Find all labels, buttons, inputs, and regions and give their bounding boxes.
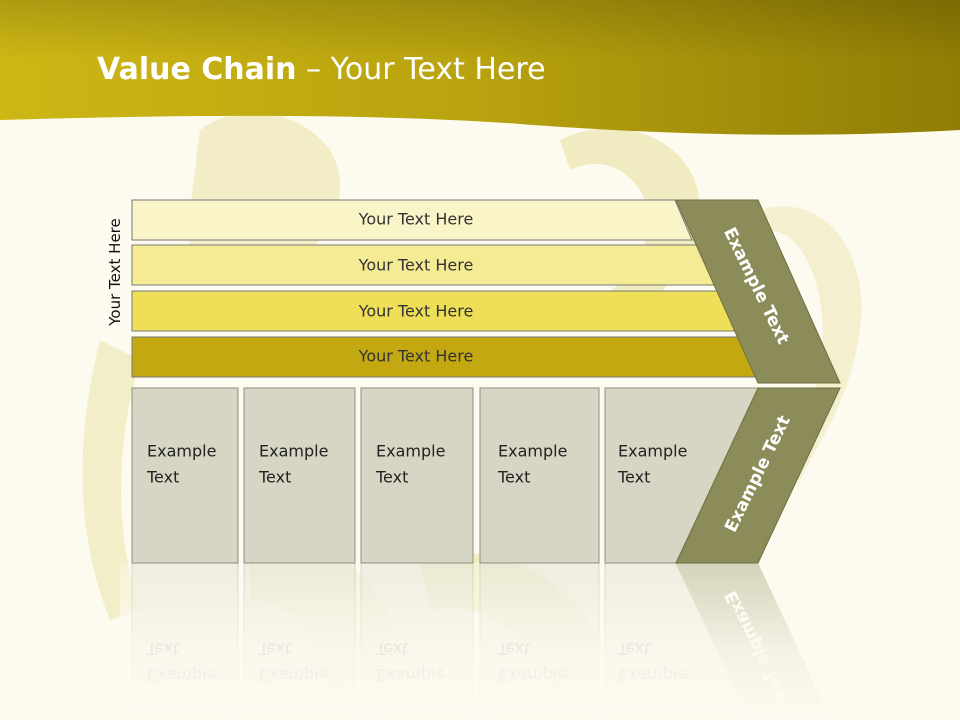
column-3[interactable]: [360, 387, 474, 564]
chevron-upper[interactable]: [675, 199, 841, 384]
band-3-label: Your Text Here: [358, 302, 474, 321]
column-2[interactable]: [243, 387, 356, 564]
title-bold: Value Chain: [97, 52, 297, 87]
band-1-label: Your Text Here: [358, 210, 474, 229]
column-1-line2: Text: [146, 468, 179, 487]
column-3-line1: Example: [376, 442, 445, 461]
column-4[interactable]: [479, 387, 600, 564]
chevron-lower[interactable]: [675, 387, 841, 564]
reflection-fade: [120, 563, 860, 720]
column-4-line1: Example: [498, 442, 567, 461]
column-5-line1: Example: [618, 442, 687, 461]
column-1-line1: Example: [147, 442, 216, 461]
slide-title: Value Chain – Your Text Here: [97, 52, 546, 87]
band-1[interactable]: [131, 199, 693, 241]
column-4-line2: Text: [497, 468, 530, 487]
title-rest: – Your Text Here: [296, 52, 546, 87]
band-2-label: Your Text Here: [358, 256, 474, 275]
band-4-label: Your Text Here: [358, 347, 474, 366]
column-1[interactable]: [131, 387, 239, 564]
column-2-line2: Text: [258, 468, 291, 487]
column-3-line2: Text: [375, 468, 408, 487]
column-2-line1: Example: [259, 442, 328, 461]
column-5-line2: Text: [617, 468, 650, 487]
